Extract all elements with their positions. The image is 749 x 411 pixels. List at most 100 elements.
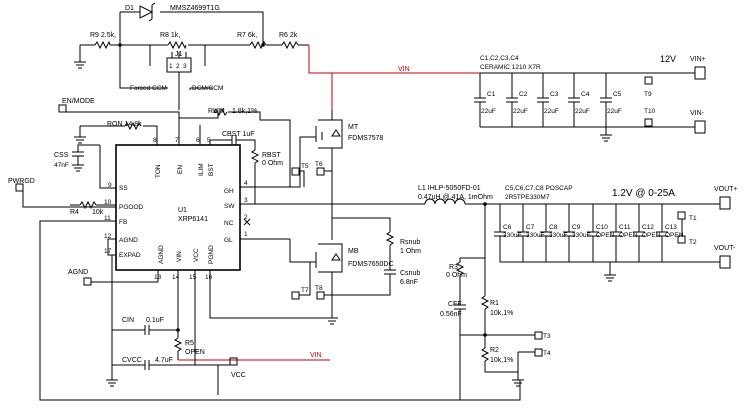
t9-label: T9 [644, 91, 652, 98]
pin8-num: 8 [153, 137, 157, 144]
input-cap-c4: C4 22uF [568, 88, 590, 115]
high-side-fet-mt: MT FDMS7578 T5 T6 [270, 73, 384, 204]
nc-x-mark [243, 218, 251, 226]
resistor-r1 [480, 295, 490, 310]
output-stage: L1 IHLP-5050FD-01 0.47uH @ 41A, 1mOhm C5… [332, 185, 738, 282]
pin14-num: 14 [172, 274, 180, 281]
vcc-label: VCC [231, 372, 246, 379]
resistor-r3 [455, 261, 465, 276]
resistor-r7 [249, 40, 267, 50]
output-caps-header1: C5,C6,C7,C8 POSCAP [505, 185, 573, 192]
output-cap-value: 330uF [572, 232, 590, 239]
testpoint-vcc[interactable] [229, 357, 238, 366]
capacitor-symbol [563, 220, 575, 252]
d1-part: MMSZ4699T1G [170, 5, 220, 12]
output-cap-row: C6330uFC7330uFC8330uFC9330uFC10OPENC11OP… [494, 220, 684, 252]
r1-ref: R1 [490, 300, 499, 307]
pin15-num: 15 [189, 274, 197, 281]
input-cap-c5: C5 22uF [600, 88, 622, 115]
u1-pin-en: 7 EN [175, 137, 184, 174]
pin-ss-name: SS [119, 185, 128, 192]
output-caps-header2: 2R5TPE330M7 [505, 194, 550, 201]
pin-pgood-name: PGOOD [119, 204, 144, 211]
agnd-label: AGND [68, 269, 88, 276]
testpoint-agnd[interactable] [83, 277, 92, 286]
mb-ref: MB [348, 248, 359, 255]
c3-ref: C3 [550, 91, 559, 98]
capacitor-symbol [587, 220, 599, 252]
testpoint-t5 [291, 167, 300, 176]
t4-label: T4 [543, 350, 551, 357]
pin-gh-name: GH [224, 188, 234, 195]
pin-vcc-name: VCC [193, 248, 200, 262]
testpoint-pwrgd[interactable] [15, 183, 24, 192]
input-caps-header1: C1,C2,C3,C4 [480, 55, 519, 62]
testpoint-t7 [291, 291, 300, 300]
u1-pin-ton: 8 TON [153, 136, 162, 178]
r9-label: R9 2.5k, [90, 32, 116, 39]
terminal-vout-neg[interactable] [719, 255, 731, 269]
resistor-rsnub [385, 231, 395, 246]
csnub-ref: Csnub [400, 270, 420, 277]
testpoint-t6 [316, 167, 325, 176]
css-value: 47nF [54, 162, 69, 169]
output-cap-ref: C8 [549, 224, 558, 231]
capacitor-cff [454, 275, 520, 336]
capacitor-symbol [633, 220, 645, 252]
pin1-num: 1 [244, 231, 248, 238]
capacitor-symbol [656, 220, 668, 252]
pin3-num: 3 [244, 197, 248, 204]
input-cap-c2: C2 22uF [506, 88, 528, 115]
pin-sw-name: SW [224, 203, 235, 210]
capacitor-symbol [610, 220, 622, 252]
top-divider-network: D1 MMSZ4699T1G R9 2.5k, R8 1k, R7 6k, R6… [74, 2, 480, 110]
t8-label: T8 [315, 285, 323, 292]
terminal-vout-pos[interactable] [719, 196, 731, 210]
t3-label: T3 [543, 333, 551, 340]
t6-label: T6 [315, 161, 323, 168]
mb-part: FDMS7650DC [348, 261, 394, 268]
input-rail-label: 12V [660, 54, 676, 64]
pin5-num: 5 [207, 137, 211, 144]
pin12-num: 12 [104, 233, 112, 240]
r3-ref: R3 [449, 264, 458, 271]
t5-label: T5 [301, 163, 309, 170]
pin6-num: 6 [196, 137, 200, 144]
j1-forced-ccm: Forced CCM [130, 85, 167, 92]
testpoint-en-mode[interactable] [58, 104, 67, 113]
output-cap-ref: C9 [572, 224, 581, 231]
pin7-num: 7 [175, 137, 179, 144]
cff-ref: CFF [448, 301, 462, 308]
resistor-r6 [281, 40, 299, 50]
input-cap-c3: C3 22uF [537, 88, 559, 115]
r8-label: R8 1k, [160, 32, 180, 39]
testpoint-t1 [677, 211, 686, 220]
vout-pos-label: VOUT+ [714, 186, 738, 193]
ron-label: RON 14.8k [107, 121, 142, 128]
c4-value: 22uF [575, 108, 590, 115]
j1-pin1: 1 [169, 63, 173, 70]
cff-value: 0.56nF [440, 311, 462, 318]
output-cap-value: OPEN [619, 232, 638, 239]
pin4-num: 4 [244, 180, 248, 187]
c4-ref: C4 [581, 91, 590, 98]
feedback-divider: R3 0 Ohm CFF 0.56nF R1 10k,1% T3 T4 R2 1… [218, 202, 551, 401]
output-cap-value: 330uF [503, 232, 521, 239]
r7-label: R7 6k, [237, 32, 257, 39]
terminal-vin-neg[interactable] [694, 120, 706, 134]
testpoint-t3 [534, 331, 543, 340]
resistor-r9 [94, 40, 111, 50]
controller-u1: U1 XRP6141 8 TON 7 EN 6 ILIM 5 BST SS 9 … [104, 136, 332, 340]
terminal-vin-pos[interactable] [694, 66, 706, 80]
resistor-r2 [480, 347, 490, 362]
u1-pin-bst: 5 BST [207, 137, 215, 176]
snubber-network: Rsnub 1 Ohm Csnub 6.8nF [332, 217, 421, 296]
output-cap-ref: C13 [665, 224, 677, 231]
cin-value: 0.1uF [146, 317, 164, 324]
j1-ref: J1 [175, 51, 183, 58]
